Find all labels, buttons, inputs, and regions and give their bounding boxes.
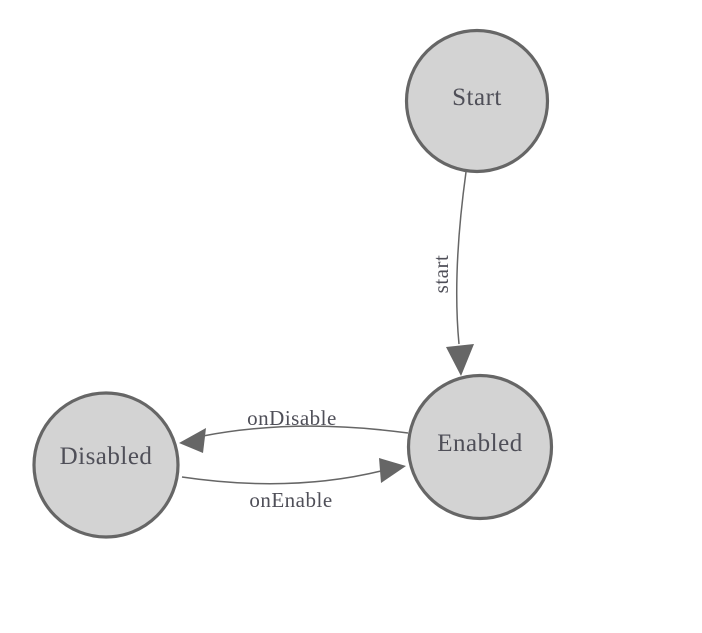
arrowhead xyxy=(446,344,474,376)
arrowhead xyxy=(179,428,206,453)
state-node-start[interactable]: Start xyxy=(404,28,550,174)
edge-label: onEnable xyxy=(249,488,332,512)
state-label: Enabled xyxy=(437,430,522,457)
arrowhead xyxy=(379,458,406,483)
edge-label: onDisable xyxy=(247,406,337,430)
edge-line xyxy=(456,171,467,345)
state-label: Disabled xyxy=(60,443,153,470)
state-circle xyxy=(404,28,550,174)
transition-edge-ondisable[interactable]: onDisable xyxy=(179,406,409,453)
transition-edge-onenable[interactable]: onEnable xyxy=(181,458,406,512)
edge-line xyxy=(181,470,382,485)
state-circle xyxy=(406,373,554,521)
transition-edge-start[interactable]: start xyxy=(429,171,474,376)
edge-line xyxy=(202,425,409,437)
state-node-enabled[interactable]: Enabled xyxy=(406,373,554,521)
edge-label: start xyxy=(429,255,453,294)
state-label: Start xyxy=(452,84,502,111)
state-circle xyxy=(32,391,180,539)
state-node-disabled[interactable]: Disabled xyxy=(32,391,180,539)
